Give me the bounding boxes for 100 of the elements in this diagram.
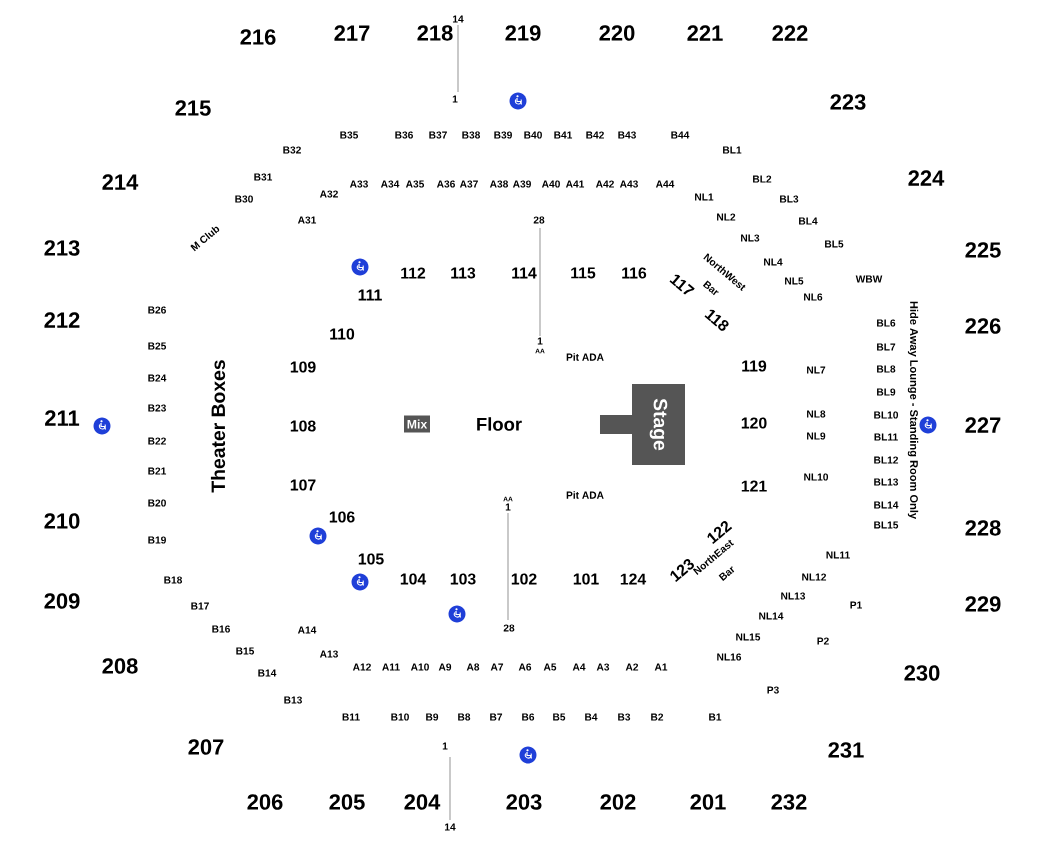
row-label: A35 xyxy=(405,180,425,188)
row-label: A3 xyxy=(596,663,610,671)
row-label: B19 xyxy=(148,536,166,544)
row-label: B15 xyxy=(236,647,255,655)
row-label: B11 xyxy=(342,713,360,721)
section-number: 116 xyxy=(622,267,647,279)
row-label: B31 xyxy=(254,173,273,181)
section-number: 230 xyxy=(904,665,940,681)
area-label: Floor xyxy=(477,417,522,431)
row-label: A10 xyxy=(410,663,429,671)
row-label: NL2 xyxy=(717,213,736,221)
row-label: Pit ADA xyxy=(566,491,604,499)
row-label: A14 xyxy=(297,626,317,634)
row-label: B18 xyxy=(164,576,183,584)
row-label: NL9 xyxy=(807,432,826,440)
row-label: BL1 xyxy=(723,146,742,154)
section-number: 213 xyxy=(44,240,80,256)
row-label: B39 xyxy=(494,131,512,139)
row-label: B14 xyxy=(258,669,277,677)
section-number: 111 xyxy=(358,289,382,301)
row-label: B13 xyxy=(284,696,302,704)
mix-box: Mix xyxy=(404,415,430,433)
section-number: 124 xyxy=(620,573,647,585)
row-label: 28 xyxy=(503,624,515,632)
section-number: 109 xyxy=(290,361,316,373)
row-label: NL16 xyxy=(717,653,742,661)
section-number: 110 xyxy=(330,328,355,340)
row-label: A37 xyxy=(459,180,478,188)
section-number: 121 xyxy=(741,480,767,492)
section-number: 222 xyxy=(772,25,808,41)
row-label: NL3 xyxy=(741,234,760,242)
row-label: B16 xyxy=(212,625,230,633)
row-label: B43 xyxy=(618,131,636,139)
row-label: 1 xyxy=(442,742,448,750)
row-label: P3 xyxy=(767,686,779,694)
row-label: BL3 xyxy=(780,195,799,203)
row-label: A11 xyxy=(382,663,400,671)
section-number: 219 xyxy=(505,25,541,41)
row-label: B1 xyxy=(709,713,722,721)
lounge-label: Hide Away Lounge - Standing Room Only xyxy=(907,301,919,519)
row-label: A40 xyxy=(541,180,560,188)
row-label: A2 xyxy=(625,663,639,671)
section-number: 229 xyxy=(965,596,1001,612)
row-label: B23 xyxy=(148,404,166,412)
row-label: BL13 xyxy=(874,478,899,486)
section-number: 215 xyxy=(175,100,211,116)
row-label: B41 xyxy=(554,131,573,139)
row-label: P1 xyxy=(850,601,862,609)
row-label: B40 xyxy=(524,131,542,139)
section-number: 231 xyxy=(828,742,864,758)
row-label: B26 xyxy=(148,306,166,314)
row-label: A38 xyxy=(489,180,509,188)
section-number: 107 xyxy=(290,479,316,491)
row-label: A1 xyxy=(654,663,668,671)
section-number: 204 xyxy=(404,794,441,810)
section-number: 118 xyxy=(704,309,729,331)
row-label: 1 xyxy=(537,337,543,345)
row-label: A9 xyxy=(438,663,452,671)
section-number: 101 xyxy=(573,573,599,585)
row-label: NL1 xyxy=(695,193,714,201)
row-label: A32 xyxy=(319,190,338,198)
row-label: A34 xyxy=(380,180,400,188)
row-label: B37 xyxy=(429,131,447,139)
row-label: NL6 xyxy=(804,293,823,301)
row-label: B6 xyxy=(522,713,535,721)
row-label: B5 xyxy=(553,713,566,721)
row-label: A7 xyxy=(490,663,504,671)
row-label: BL8 xyxy=(877,365,896,373)
row-label: B25 xyxy=(148,342,167,350)
row-label: A31 xyxy=(297,216,317,224)
row-label: BL6 xyxy=(877,319,896,327)
section-number: 206 xyxy=(247,794,283,810)
section-number: 202 xyxy=(600,794,636,810)
row-label: BL9 xyxy=(877,388,896,396)
row-label: P2 xyxy=(817,637,829,645)
row-label: A13 xyxy=(319,650,338,658)
row-label: B17 xyxy=(191,602,209,610)
section-number: 220 xyxy=(599,25,635,41)
row-label: 1 xyxy=(505,503,511,511)
section-number: 102 xyxy=(511,573,537,585)
row-label: Pit ADA xyxy=(566,353,604,361)
row-label: NL7 xyxy=(807,366,826,374)
section-number: 113 xyxy=(451,267,476,279)
row-label: B22 xyxy=(148,437,166,445)
section-number: 211 xyxy=(45,410,80,426)
row-label: NL14 xyxy=(759,612,784,620)
row-label: A6 xyxy=(518,663,532,671)
section-number: 114 xyxy=(512,267,537,279)
row-label: B8 xyxy=(458,713,471,721)
row-label: A39 xyxy=(512,180,531,188)
section-number: 226 xyxy=(965,318,1001,334)
row-label: 14 xyxy=(444,823,456,831)
row-label: A12 xyxy=(352,663,371,671)
section-number: 120 xyxy=(741,417,767,429)
row-label: BL5 xyxy=(825,240,844,248)
row-label: 28 xyxy=(533,216,545,224)
section-number: 225 xyxy=(965,242,1001,258)
row-label: B9 xyxy=(426,713,439,721)
section-number: 223 xyxy=(830,94,866,110)
row-label: A43 xyxy=(619,180,638,188)
